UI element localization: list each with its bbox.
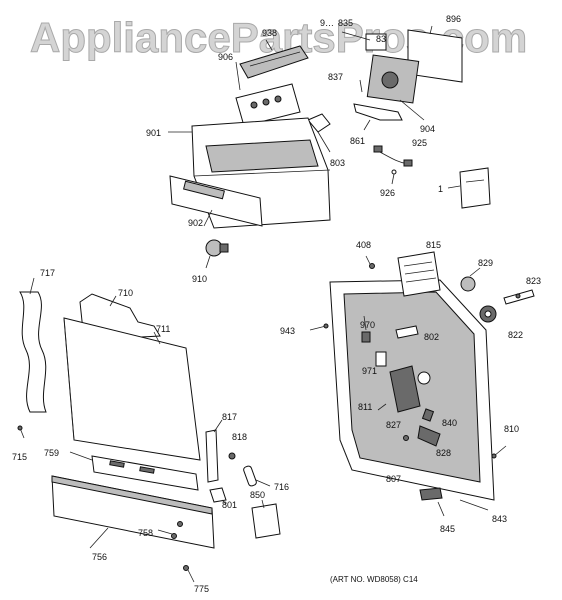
part-775-screw (183, 565, 195, 583)
part-861-bracket (353, 79, 403, 131)
label-943: 943 (280, 326, 295, 336)
label-827: 827 (386, 420, 401, 430)
label-801: 801 (222, 500, 237, 510)
label-902: 902 (188, 218, 203, 228)
label-775: 775 (194, 584, 209, 594)
part-822-dispenser-cap (479, 305, 497, 323)
label-817: 817 (222, 412, 237, 422)
label-896: 896 (446, 14, 461, 24)
part-759-hinge-bracket (69, 451, 199, 491)
part-910-knob (205, 239, 229, 269)
label-970: 970 (360, 320, 375, 330)
label-845: 845 (440, 524, 455, 534)
part-timer-assembly (341, 31, 425, 121)
label-971: 971 (362, 366, 377, 376)
label-716: 716 (274, 482, 289, 492)
label-759: 759 (44, 448, 59, 458)
part-970-latch (361, 315, 371, 343)
label-408: 408 (356, 240, 371, 250)
label-835: 835 (338, 18, 353, 28)
part-803-switch (307, 113, 331, 153)
part-758-screws (157, 521, 183, 539)
label-926: 926 (380, 188, 395, 198)
part-labels: 896 938 9… 835 83 906 837 861 904 901 80… (12, 14, 541, 594)
art-number-note: (ART NO. WD8058) C14 (330, 575, 418, 584)
part-408-screw (365, 255, 375, 269)
part-717-insulation (19, 277, 47, 413)
part-715-screw (17, 425, 25, 439)
label-1: 1 (438, 184, 443, 194)
part-938-switch-strip (239, 39, 309, 79)
part-817-bracket (205, 419, 236, 483)
label-906: 906 (218, 52, 233, 62)
part-943-screw (309, 323, 329, 331)
label-811: 811 (358, 402, 372, 412)
label-9xx: 9… (320, 18, 334, 28)
part-829-dispenser-knob (460, 267, 481, 292)
part-906-button-bracket (235, 61, 301, 127)
part-840-spring (421, 408, 435, 422)
part-902-control-overlay (169, 175, 263, 227)
label-901: 901 (146, 128, 161, 138)
label-756: 756 (92, 552, 107, 562)
label-802: 802 (424, 332, 439, 342)
part-711-outer-panel (63, 317, 201, 461)
part-827-screw (403, 435, 409, 441)
label-758: 758 (138, 528, 153, 538)
label-711: 711 (156, 324, 170, 334)
label-910: 910 (192, 274, 207, 284)
part-716-link (243, 465, 271, 487)
label-840: 840 (442, 418, 457, 428)
label-904: 904 (420, 124, 435, 134)
part-971-latch-spring (375, 351, 387, 367)
part-823-actuator (503, 289, 535, 305)
label-815: 815 (426, 240, 441, 250)
part-801-hinge (209, 487, 227, 505)
part-810-screw (491, 445, 507, 459)
label-829: 829 (478, 258, 493, 268)
label-837: 837 (328, 72, 343, 82)
label-938: 938 (262, 28, 277, 38)
label-861: 861 (350, 136, 365, 146)
label-822: 822 (508, 330, 523, 340)
label-710: 710 (118, 288, 133, 298)
part-811-detergent-dispenser (377, 365, 431, 413)
part-756-kick-plate (51, 475, 215, 549)
label-843: 843 (492, 514, 507, 524)
part-925-wire (373, 145, 413, 185)
part-815-vent (397, 251, 441, 297)
part-845-strike (419, 487, 445, 517)
part-828-arm (417, 425, 441, 447)
label-850: 850 (250, 490, 265, 500)
label-83: 83 (376, 34, 386, 44)
label-803: 803 (330, 158, 345, 168)
label-807: 807 (386, 474, 401, 484)
label-925: 925 (412, 138, 427, 148)
part-802-lever (395, 325, 419, 339)
label-818: 818 (232, 432, 247, 442)
part-1-instruction-sheet (447, 167, 491, 209)
part-850-clip (251, 499, 281, 539)
leader-843 (459, 499, 489, 511)
label-828: 828 (436, 448, 451, 458)
part-896-label-sheet (407, 25, 463, 83)
label-717: 717 (40, 268, 55, 278)
label-715: 715 (12, 452, 27, 462)
label-810: 810 (504, 424, 519, 434)
label-823: 823 (526, 276, 541, 286)
